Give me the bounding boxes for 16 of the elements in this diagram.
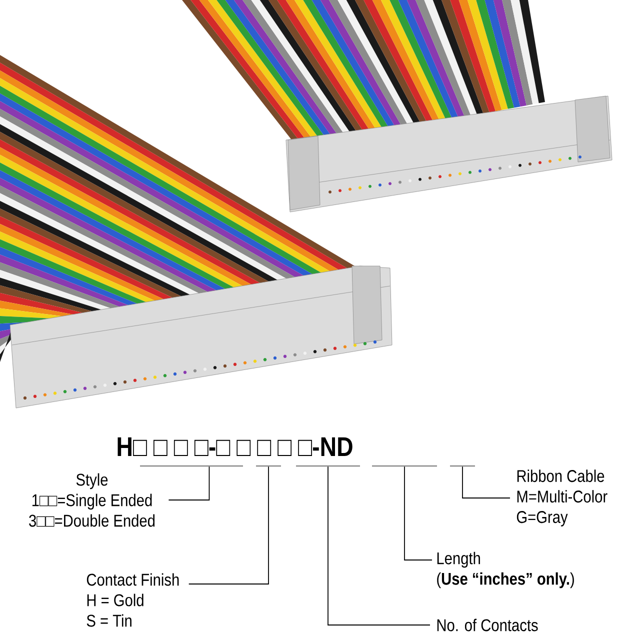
callout-text: No. of Contacts: [437, 618, 538, 632]
underline: [295, 465, 361, 467]
underline: [255, 465, 282, 467]
callout-text: Contact Finish H = Gold S = Tin: [86, 573, 179, 627]
underline: [139, 465, 244, 467]
callout-text: Length (Use “inches” only.): [437, 552, 574, 588]
callout-text: Style 1□□=Single Ended 3□□=Double Ended: [29, 473, 155, 527]
leader-line: [168, 466, 210, 500]
callout-text: Ribbon Cable M=Multi-Color G=Gray: [516, 470, 608, 526]
leader-line: [462, 466, 510, 498]
leader-line: [404, 466, 432, 560]
part-number: H□ □ □ □-□ □ □ □ □-ND: [118, 437, 352, 456]
underline: [449, 465, 476, 467]
leader-line: [188, 466, 269, 584]
underline: [371, 465, 438, 467]
leader-line: [328, 466, 430, 626]
